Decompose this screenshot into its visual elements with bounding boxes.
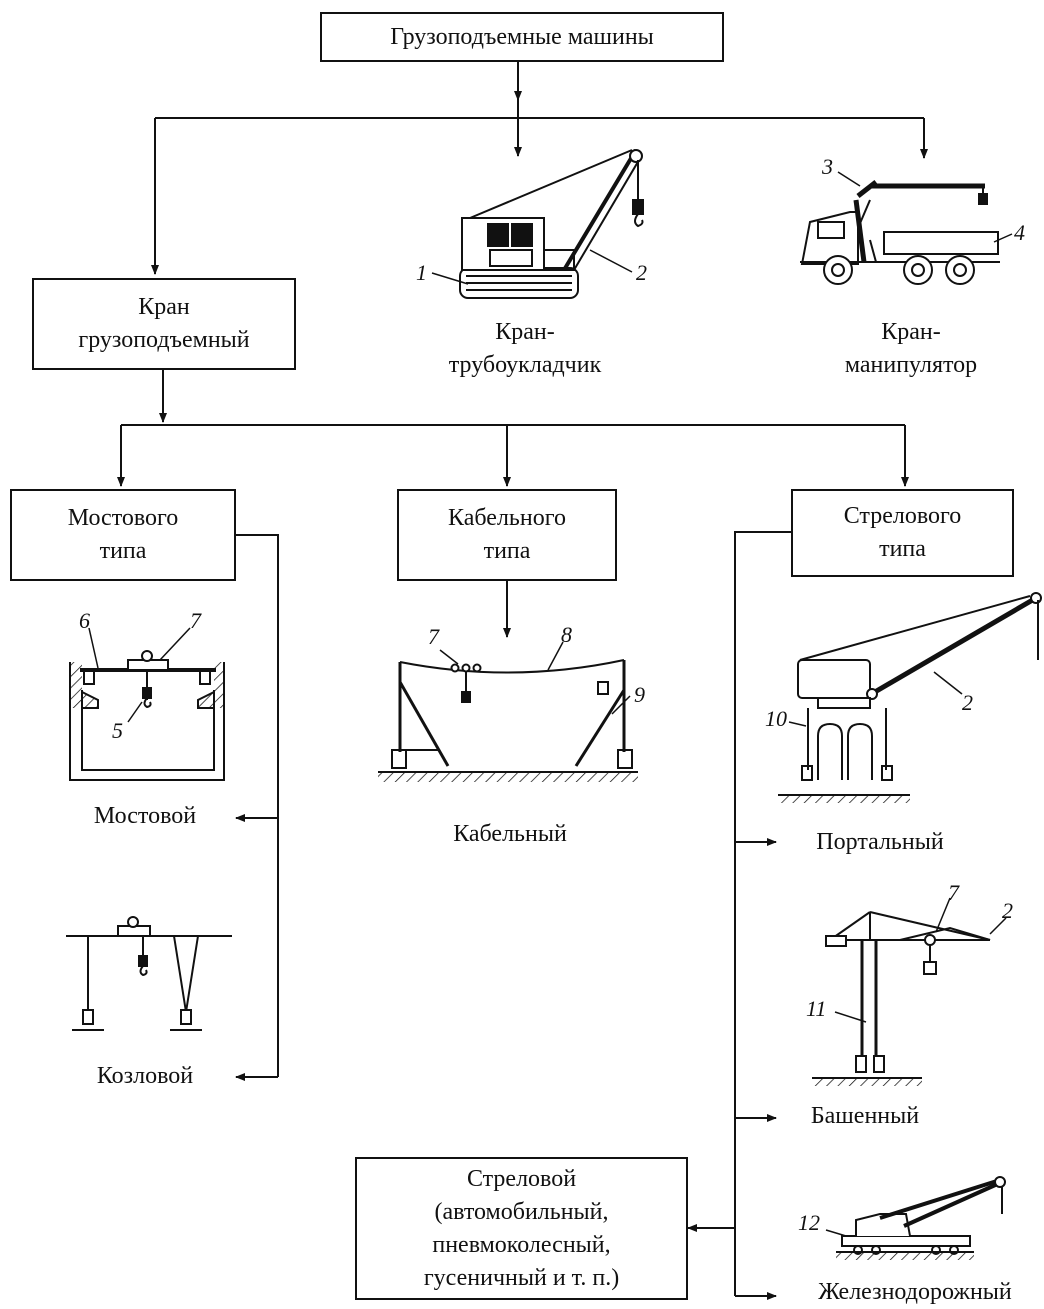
portal-crane-illustration — [778, 592, 1042, 803]
crane-lifting-line2: грузоподъемный — [78, 327, 250, 353]
number-6: 6 — [79, 608, 90, 633]
boom-type-line2: типа — [879, 536, 926, 562]
pipelayer-line2: трубоукладчик — [448, 352, 602, 378]
number-11: 11 — [806, 996, 827, 1021]
number-2-tower: 2 — [1002, 898, 1013, 923]
manipulator-line1: Кран- — [881, 319, 941, 345]
number-10: 10 — [765, 706, 787, 731]
connectors — [117, 60, 928, 1300]
number-leaders — [88, 171, 1013, 1237]
mobile-box-line2: (автомобильный, — [434, 1198, 609, 1225]
mobile-box-line1: Стреловой — [466, 1165, 577, 1192]
number-7-cable: 7 — [428, 624, 439, 649]
number-1: 1 — [416, 260, 427, 285]
mobile-boom-box: Стреловой (автомобильный, пневмоколесный… — [355, 1157, 688, 1300]
root-label: Грузоподъемные машины — [390, 23, 654, 50]
cable-type-line1: Кабельного — [448, 505, 566, 531]
number-2-portal: 2 — [962, 690, 973, 715]
cable-type-line2: типа — [483, 538, 531, 564]
crane-lifting-line1: Кран — [138, 294, 190, 320]
number-7-tower: 7 — [948, 880, 959, 905]
cable-type-box: Кабельного типа — [397, 489, 617, 581]
leaf-portal: Портальный — [816, 829, 944, 855]
bridge-type-line2: типа — [99, 538, 147, 564]
number-7-bridge: 7 — [190, 608, 201, 633]
crane-lifting-box: Кран грузоподъемный — [32, 278, 296, 370]
number-12: 12 — [798, 1210, 820, 1235]
pipelayer-crane-illustration — [459, 148, 644, 299]
mobile-box-line3: пневмоколесный, — [432, 1231, 611, 1258]
manipulator-truck-illustration — [800, 180, 1000, 285]
leaf-bridge: Мостовой — [93, 803, 197, 829]
bridge-branch-line — [236, 534, 279, 1077]
number-2-pipelayer: 2 — [636, 260, 647, 285]
manipulator-label: Кран- манипулятор — [816, 316, 1006, 382]
number-3: 3 — [822, 154, 833, 179]
boom-type-line1: Стрелового — [843, 503, 962, 529]
number-9: 9 — [634, 682, 645, 707]
pipelayer-line1: Кран- — [495, 319, 555, 345]
root-box: Грузоподъемные машины — [320, 12, 724, 62]
boom-type-box: Стрелового типа — [791, 489, 1014, 577]
leaf-railway: Железнодорожный — [818, 1279, 1012, 1305]
manipulator-line2: манипулятор — [844, 352, 978, 378]
bridge-type-line1: Мостового — [67, 505, 179, 531]
leaf-gantry: Козловой — [96, 1063, 194, 1089]
mobile-box-line4: гусеничный и т. п.) — [423, 1264, 620, 1291]
railway-crane-illustration — [836, 1176, 1006, 1260]
tower-crane-illustration — [812, 911, 991, 1086]
pipelayer-label: Кран- трубоукладчик — [430, 316, 620, 382]
gantry-crane-illustration — [66, 916, 232, 1031]
cable-crane-illustration — [378, 659, 638, 782]
bridge-type-box: Мостового типа — [10, 489, 236, 581]
number-5: 5 — [112, 718, 123, 743]
leaf-cable: Кабельный — [453, 821, 567, 847]
leaf-tower: Башенный — [810, 1103, 920, 1129]
bridge-crane-illustration — [69, 650, 225, 781]
boom-branch-line — [734, 531, 792, 1296]
number-8: 8 — [561, 622, 572, 647]
number-4: 4 — [1014, 220, 1025, 245]
